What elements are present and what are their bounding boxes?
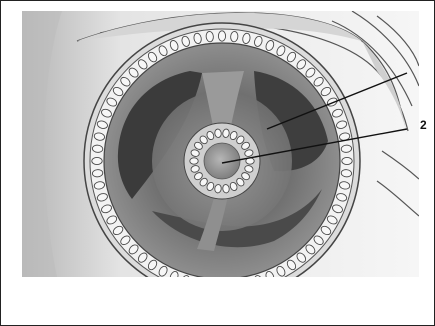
epithelial-cell: [218, 31, 225, 41]
pointer-label-2: 2: [420, 118, 427, 132]
central-cell: [190, 158, 198, 164]
epithelial-cell: [342, 157, 352, 164]
epithelial-cell: [92, 157, 102, 164]
cross-section-illustration: [22, 11, 419, 277]
